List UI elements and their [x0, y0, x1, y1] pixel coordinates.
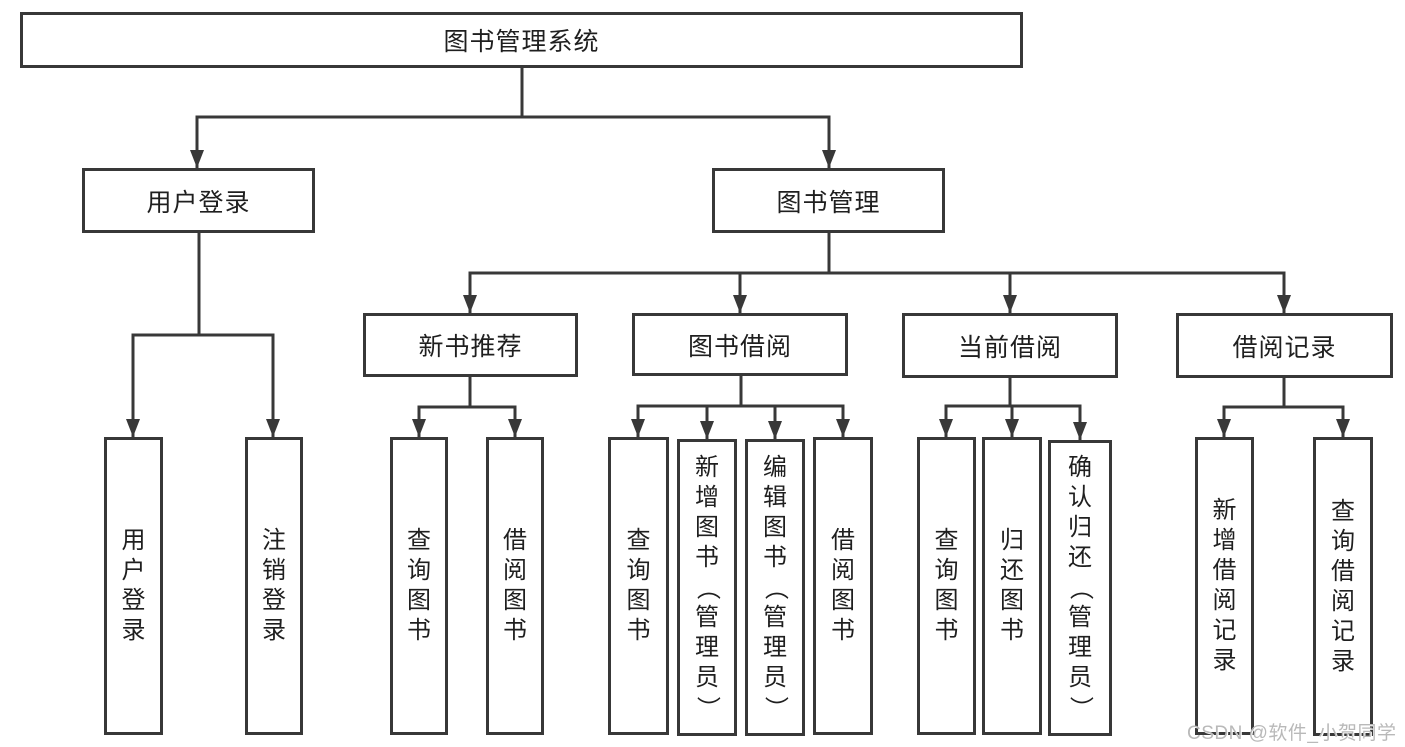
leaf-edit-books-admin-label: 编辑图书（管理员） [762, 453, 789, 720]
csdn-watermark: CSDN @软件_小贺同学 [1187, 723, 1397, 744]
leaf-query-borrow-record: 查询借阅记录 [1313, 437, 1373, 736]
leaf-query-books-recommend-label: 查询图书 [407, 527, 431, 644]
node-book-borrow-label: 图书借阅 [687, 332, 792, 361]
leaf-add-borrow-record-label: 新增借阅记录 [1212, 497, 1237, 674]
node-borrow-records: 借阅记录 [1176, 313, 1393, 378]
connector-borrow-records-to-leaves [1217, 378, 1350, 437]
node-book-borrow: 图书借阅 [632, 313, 848, 376]
leaf-return-books: 归还图书 [982, 437, 1042, 735]
leaf-add-borrow-record: 新增借阅记录 [1195, 437, 1254, 735]
leaf-return-books-label: 归还图书 [1000, 527, 1024, 644]
node-user-login-label: 用户登录 [146, 188, 251, 217]
leaf-logout-label: 注销登录 [262, 527, 286, 644]
leaf-query-borrow-record-label: 查询借阅记录 [1331, 497, 1355, 675]
leaf-edit-books-admin: 编辑图书（管理员） [745, 439, 805, 736]
leaf-query-books-borrow-label: 查询图书 [626, 527, 651, 644]
leaf-borrow-books-label: 借阅图书 [831, 527, 855, 644]
node-root-system: 图书管理系统 [20, 12, 1023, 68]
leaf-query-books-recommend: 查询图书 [390, 437, 448, 735]
leaf-query-books-borrow: 查询图书 [608, 437, 669, 735]
leaf-query-books-current: 查询图书 [917, 437, 976, 735]
leaf-logout: 注销登录 [245, 437, 303, 735]
leaf-borrow-books-recommend: 借阅图书 [486, 437, 544, 735]
leaf-add-books-admin-label: 新增图书（管理员） [694, 453, 721, 720]
connector-root-to-branches [190, 68, 836, 168]
connector-user-login-to-leaves [126, 233, 280, 437]
leaf-query-books-current-label: 查询图书 [934, 527, 959, 644]
node-new-book-recommend: 新书推荐 [363, 313, 578, 377]
node-new-book-recommend-label: 新书推荐 [418, 333, 523, 361]
connector-book-management-to-modules [463, 233, 1291, 313]
connector-new-book-recommend-to-leaves [412, 377, 522, 437]
leaf-borrow-books-recommend-label: 借阅图书 [503, 527, 527, 644]
connector-book-borrow-to-leaves [631, 376, 850, 439]
leaf-add-books-admin: 新增图书（管理员） [677, 439, 737, 736]
node-book-management-label: 图书管理 [776, 188, 881, 217]
node-book-management: 图书管理 [712, 168, 945, 233]
node-current-borrow-label: 当前借阅 [957, 333, 1062, 362]
node-borrow-records-label: 借阅记录 [1232, 333, 1337, 362]
connector-current-borrow-to-leaves [939, 378, 1087, 440]
leaf-confirm-return-admin-label: 确认归还（管理员） [1067, 454, 1094, 720]
leaf-borrow-books: 借阅图书 [813, 437, 873, 735]
node-root-system-label: 图书管理系统 [443, 28, 600, 56]
leaf-user-login-action-label: 用户登录 [121, 527, 146, 644]
leaf-confirm-return-admin: 确认归还（管理员） [1048, 440, 1112, 736]
leaf-user-login-action: 用户登录 [104, 437, 163, 735]
node-user-login: 用户登录 [82, 168, 315, 233]
node-current-borrow: 当前借阅 [902, 313, 1118, 378]
